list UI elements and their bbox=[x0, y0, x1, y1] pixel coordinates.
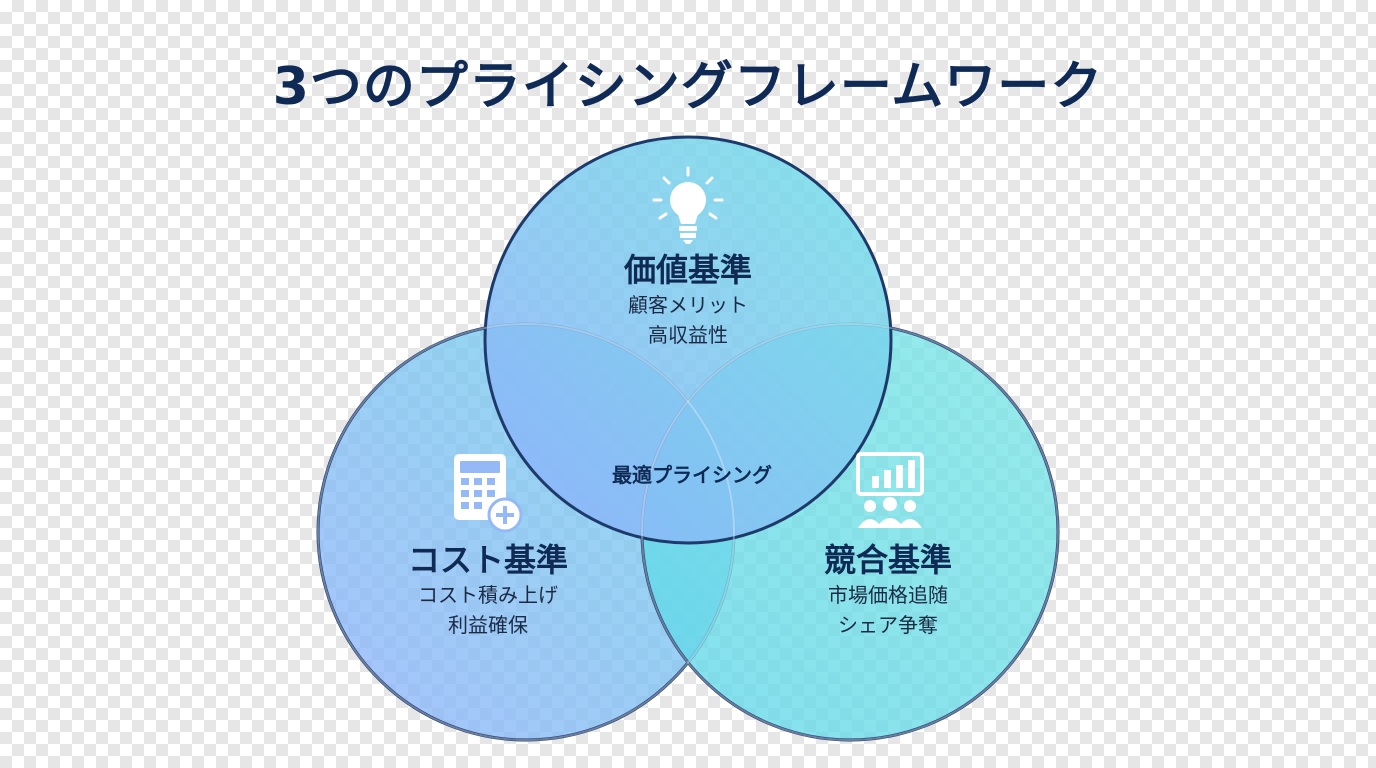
cost-line-1: コスト積み上げ bbox=[418, 583, 558, 607]
value-circle bbox=[483, 135, 893, 545]
competition-line-1: 市場価格追随 bbox=[828, 583, 948, 607]
center-overlap-label: 最適プライシング bbox=[612, 463, 772, 487]
value-line-1: 顧客メリット bbox=[628, 293, 748, 317]
center-overlap-label-wrap: 最適プライシング bbox=[0, 459, 1376, 488]
cost-line-2: 利益確保 bbox=[448, 613, 528, 637]
presentation-chart-audience-icon bbox=[856, 452, 924, 528]
cost-label-group: コスト基準 コスト積み上げ 利益確保 bbox=[378, 540, 598, 640]
value-label-group: 価値基準 顧客メリット 高収益性 bbox=[588, 250, 788, 350]
lightbulb-icon bbox=[652, 166, 724, 244]
value-line-2: 高収益性 bbox=[648, 323, 728, 347]
page-title: 3つのプライシングフレームワーク bbox=[272, 57, 1104, 117]
cost-heading: コスト基準 bbox=[407, 541, 568, 579]
competition-line-2: シェア争奪 bbox=[838, 613, 938, 637]
competition-heading: 競合基準 bbox=[823, 541, 952, 579]
value-heading: 価値基準 bbox=[623, 251, 752, 289]
calculator-plus-icon bbox=[454, 454, 523, 533]
competition-label-group: 競合基準 市場価格追随 シェア争奪 bbox=[778, 540, 998, 640]
